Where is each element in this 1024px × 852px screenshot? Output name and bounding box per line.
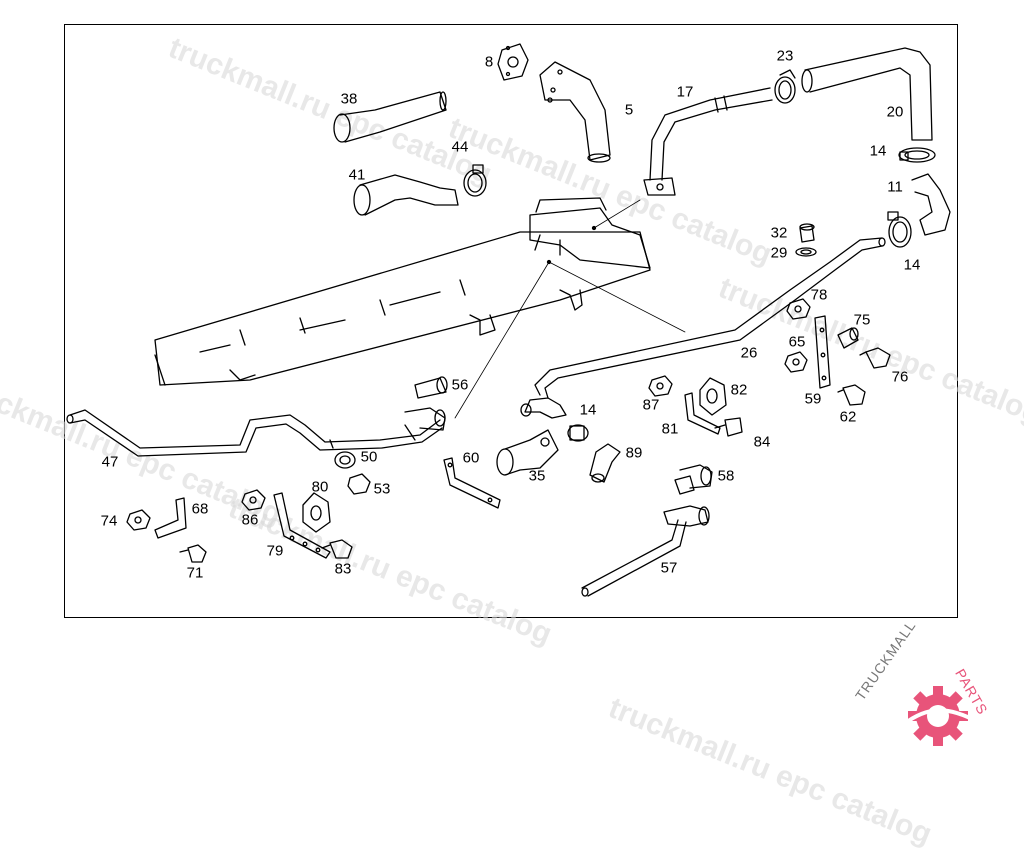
callout-87: 87	[642, 396, 660, 414]
truckmall-parts-logo: TRUCKMALL PARTS	[852, 617, 1018, 748]
callout-82: 82	[730, 381, 748, 399]
part-41-hose	[353, 174, 459, 216]
part-86-nut	[241, 489, 266, 511]
part-87-nut	[648, 375, 673, 397]
callout-86: 86	[241, 511, 259, 529]
callout-81: 81	[661, 420, 679, 438]
callout-76: 76	[891, 368, 909, 386]
callout-20: 20	[886, 103, 904, 121]
callout-74: 74	[100, 512, 118, 530]
callout-8: 8	[484, 53, 494, 71]
part-75-spacer	[837, 327, 859, 349]
callout-53: 53	[373, 480, 391, 498]
callout-32: 32	[770, 224, 788, 242]
part-68-bracket	[154, 497, 187, 539]
callout-47: 47	[101, 453, 119, 471]
part-81-bracket	[684, 392, 721, 435]
part-44-clamp	[463, 164, 487, 197]
callout-50: 50	[360, 448, 378, 466]
part-59-bracket	[814, 315, 831, 389]
part-62-bolt	[837, 384, 866, 406]
callout-5: 5	[624, 101, 634, 119]
callout-58: 58	[717, 467, 735, 485]
part-23-clamp	[774, 69, 796, 104]
callout-75: 75	[853, 311, 871, 329]
callout-14b: 14	[903, 256, 921, 274]
engine-frame	[154, 197, 686, 419]
callout-35: 35	[528, 467, 546, 485]
part-71-bolt	[179, 544, 207, 563]
callout-44: 44	[451, 138, 469, 156]
part-56-fitting	[404, 376, 448, 431]
part-76-bolt	[859, 347, 891, 369]
part-53-nut	[347, 473, 371, 495]
part-50-washer	[334, 451, 356, 469]
callout-14a: 14	[869, 142, 887, 160]
callout-59: 59	[804, 390, 822, 408]
part-57-pipe	[581, 505, 710, 597]
part-14c-clamp	[520, 397, 589, 442]
part-35-fitting	[496, 429, 559, 476]
part-14b-clamp	[887, 211, 912, 248]
part-65-nut	[784, 351, 808, 373]
part-17-pipe	[643, 87, 773, 196]
callout-14c: 14	[579, 401, 597, 419]
callout-89: 89	[625, 444, 643, 462]
callout-57: 57	[660, 559, 678, 577]
part-8-gasket	[497, 43, 529, 81]
callout-83: 83	[334, 560, 352, 578]
part-78-nut	[786, 298, 811, 320]
callout-41: 41	[348, 166, 366, 184]
part-58-fitting	[674, 464, 713, 495]
callout-17: 17	[676, 83, 694, 101]
callout-65: 65	[788, 333, 806, 351]
part-5-elbow	[539, 61, 611, 163]
callout-29: 29	[770, 244, 788, 262]
callout-71: 71	[186, 564, 204, 582]
part-82-clamp	[699, 377, 727, 416]
part-26-pipe	[534, 237, 886, 399]
part-20-hose	[801, 47, 933, 141]
part-14a-clamp	[898, 147, 936, 163]
part-83-bolt	[321, 539, 353, 559]
diagram-frame	[64, 24, 958, 618]
parts-drawing	[66, 43, 951, 597]
part-38-hose	[333, 91, 447, 143]
callout-23: 23	[776, 47, 794, 65]
callout-78: 78	[810, 286, 828, 304]
callout-38: 38	[340, 90, 358, 108]
part-11-hose	[911, 173, 951, 236]
part-89-hose	[589, 443, 621, 483]
callout-26: 26	[740, 344, 758, 362]
callout-60: 60	[462, 449, 480, 467]
callout-62: 62	[839, 408, 857, 426]
callout-56: 56	[451, 376, 469, 394]
part-32-plug	[799, 223, 815, 243]
part-79-bracket	[273, 492, 331, 559]
part-29-washer	[795, 247, 817, 257]
part-60-bracket	[443, 457, 501, 509]
gear-logo-icon	[902, 686, 979, 746]
part-74-nut	[126, 509, 151, 531]
part-80-clamp	[302, 492, 331, 533]
callout-68: 68	[191, 500, 209, 518]
callout-80: 80	[311, 478, 329, 496]
part-84-bolt	[714, 417, 743, 437]
callout-11: 11	[887, 178, 903, 196]
callout-79: 79	[266, 542, 284, 560]
callout-84: 84	[753, 433, 771, 451]
part-47-pipe	[66, 409, 443, 457]
